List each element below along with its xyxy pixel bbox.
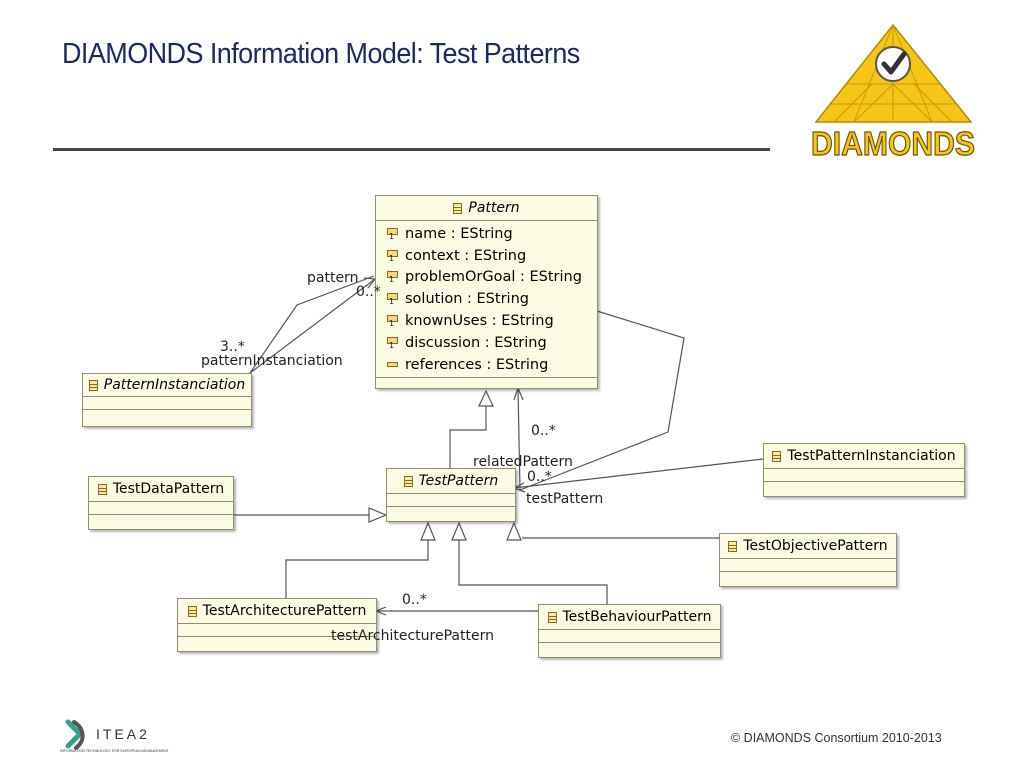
generalization-arrowhead-architecture: [420, 521, 436, 541]
class-test-behaviour-pattern[interactable]: TestBehaviourPattern: [538, 604, 721, 658]
label-testpattern-mult: 0..*: [527, 469, 552, 485]
slide-title: DIAMONDS Information Model: Test Pattern…: [62, 38, 580, 70]
label-related-role: relatedPattern: [473, 454, 573, 470]
copyright-text: © DIAMONDS Consortium 2010-2013: [731, 731, 942, 745]
class-name-test-architecture-pattern: TestArchitecturePattern: [202, 603, 367, 619]
label-arch-role: testArchitecturePattern: [331, 628, 494, 644]
label-pattern-role: pattern: [307, 270, 359, 286]
itea2-text: ITEA2: [96, 726, 150, 742]
class-name-test-objective-pattern: TestObjectivePattern: [743, 538, 888, 554]
label-instanciation-role: patternInstanciation: [201, 353, 343, 369]
itea2-tagline: INFORMATION TECHNOLOGY FOR EUROPEAN ADVA…: [60, 749, 170, 753]
attribute-icon: 1: [386, 292, 398, 306]
class-icon: [88, 379, 98, 391]
attribute-row[interactable]: references : EString: [376, 354, 597, 376]
class-name-pattern: Pattern: [468, 200, 520, 216]
class-icon: [453, 202, 463, 214]
class-test-data-pattern[interactable]: TestDataPattern: [88, 476, 234, 530]
itea2-logo: ITEA2 INFORMATION TECHNOLOGY FOR EUROPEA…: [60, 719, 170, 753]
class-name-test-data-pattern: TestDataPattern: [112, 481, 225, 497]
title-divider: [53, 148, 770, 151]
class-test-architecture-pattern[interactable]: TestArchitecturePattern: [177, 598, 377, 652]
generalization-testarchitecturepattern: [285, 540, 429, 598]
class-name-test-pattern-instanciation: TestPatternInstanciation: [787, 448, 956, 464]
attribute-icon: [386, 358, 398, 372]
generalization-arrowhead-behaviour: [451, 521, 467, 541]
class-icon: [547, 611, 557, 623]
label-testpattern-role: testPattern: [526, 491, 604, 507]
label-pattern-mult: 0..*: [356, 284, 381, 300]
class-icon: [772, 450, 782, 462]
class-test-pattern-instanciation[interactable]: TestPatternInstanciation: [763, 443, 965, 497]
label-related-mult: 0..*: [531, 423, 556, 439]
class-icon: [728, 540, 738, 552]
attribute-icon: 1: [386, 336, 398, 350]
class-test-pattern[interactable]: TestPattern: [386, 468, 516, 522]
class-icon: [187, 605, 197, 617]
class-name-pattern-instanciation: PatternInstanciation: [103, 377, 246, 393]
generalization-testpattern-pattern: [449, 406, 487, 470]
related-pattern-line: [519, 310, 685, 491]
pattern-operations: [376, 378, 597, 388]
diamonds-logo: DIAMONDS: [810, 23, 976, 162]
logo-text: DIAMONDS: [811, 125, 975, 162]
attribute-icon: 1: [386, 270, 398, 284]
class-name-test-pattern: TestPattern: [418, 473, 499, 489]
class-test-objective-pattern[interactable]: TestObjectivePattern: [719, 533, 897, 587]
attribute-icon: 1: [386, 314, 398, 328]
generalization-testbehaviourpattern: [458, 540, 608, 604]
class-pattern-instanciation[interactable]: PatternInstanciation: [82, 373, 252, 427]
class-name-test-behaviour-pattern: TestBehaviourPattern: [562, 609, 712, 625]
attribute-icon: 1: [386, 249, 398, 263]
class-icon: [97, 483, 107, 495]
testpattern-association-line: [513, 458, 764, 489]
label-instanciation-mult: 3..*: [220, 339, 245, 355]
generalization-arrowhead-testdatapattern: [368, 507, 388, 523]
generalization-arrowhead-pattern: [478, 389, 494, 407]
label-arch-mult: 0..*: [402, 592, 427, 608]
generalization-arrowhead-objective: [506, 521, 522, 541]
pattern-arrow-line: [249, 278, 376, 374]
class-icon: [403, 475, 413, 487]
attribute-icon: 1: [386, 227, 398, 241]
pattern-association-line: [249, 275, 375, 374]
